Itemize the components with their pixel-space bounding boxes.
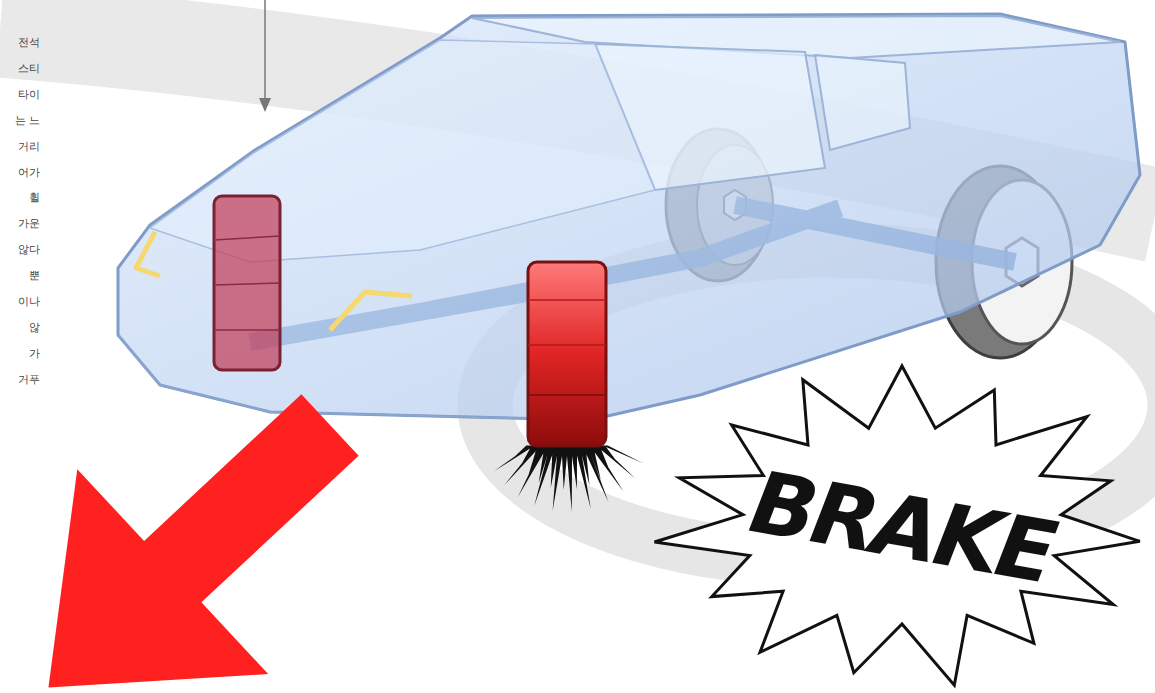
car-body	[118, 14, 1140, 420]
body-text-fragment: 타이	[0, 88, 40, 102]
pointer-line	[264, 0, 266, 104]
skid-spikes	[494, 446, 644, 512]
body-text-fragment: 가	[0, 347, 40, 361]
body-text-fragment: 이나	[0, 295, 40, 309]
front-right-wheel	[528, 262, 606, 446]
front-left-wheel	[214, 196, 280, 370]
starburst-callout: BRAKE	[652, 362, 1152, 692]
body-text-fragment: 않다	[0, 243, 40, 257]
tread	[528, 394, 606, 396]
tire	[214, 196, 280, 370]
body-text-fragment: 가운	[0, 217, 40, 231]
text-holder: BRAKE	[652, 362, 1152, 692]
tread	[214, 329, 280, 331]
body-text-fragment: 스티	[0, 62, 40, 76]
body-text-fragment: 전석	[0, 36, 40, 50]
brake-label: BRAKE	[744, 451, 1060, 602]
tread	[214, 283, 280, 285]
tread	[214, 236, 280, 240]
tire	[528, 262, 606, 446]
body-text-fragment: 휠	[0, 191, 40, 205]
tread	[528, 344, 606, 346]
burst-shape	[655, 366, 1140, 685]
body-text-fragment: 거리	[0, 140, 40, 154]
body-text-fragment: 어가	[0, 166, 40, 180]
side-window	[815, 55, 910, 150]
skid-burst	[494, 446, 644, 512]
pointer-head	[259, 98, 271, 112]
body-text-fragment: 는 느	[0, 114, 40, 128]
headlight	[136, 232, 160, 276]
headlight	[330, 292, 412, 330]
body-text-fragment: 뿐	[0, 269, 40, 283]
tread	[528, 299, 606, 301]
body-text-fragment: 않	[0, 321, 40, 335]
skirt-line	[118, 335, 590, 420]
direction-arrow	[0, 323, 425, 693]
body-text-fragment: 거푸	[0, 373, 40, 387]
